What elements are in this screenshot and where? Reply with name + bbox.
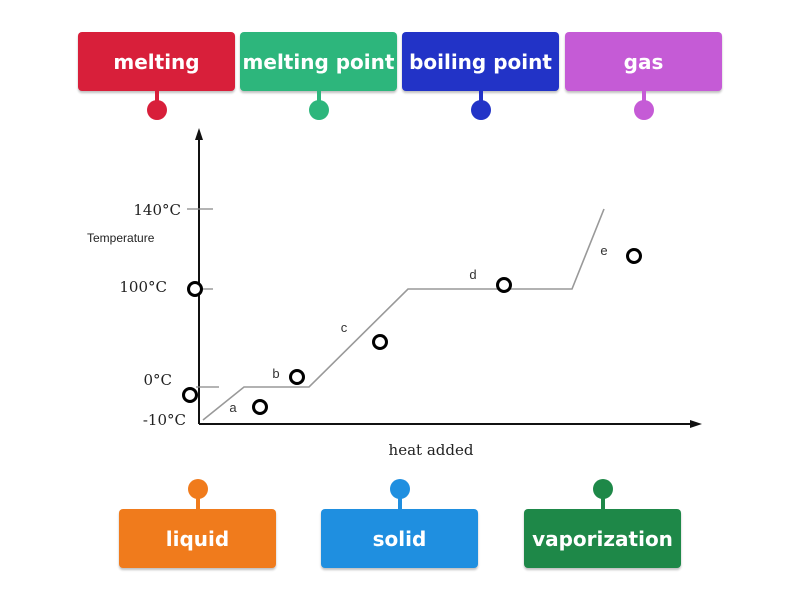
tag-label: melting [113, 49, 200, 74]
tag-connector-dot[interactable] [187, 479, 208, 499]
segment-label-e: e [600, 243, 607, 258]
tag-label: solid [372, 526, 427, 551]
drop-target-segment-c[interactable] [372, 334, 388, 350]
tag-label: boiling point [409, 49, 552, 74]
tick-label-minus-10: -10°C [143, 411, 186, 429]
tag-connector-dot[interactable] [633, 100, 654, 120]
x-axis-label: heat added [389, 441, 474, 459]
tick-label-0: 0°C [143, 371, 172, 389]
tag-boiling-point[interactable]: boiling point [402, 32, 559, 120]
segment-label-c: c [341, 320, 348, 335]
tag-stem [641, 91, 646, 105]
tick-label-140: 140°C [133, 201, 181, 219]
heating-curve [202, 208, 605, 421]
tag-liquid[interactable]: liquid [119, 479, 276, 568]
tag-label: melting point [242, 49, 395, 74]
x-axis-arrow [690, 420, 702, 428]
tag-connector-dot[interactable] [389, 479, 410, 499]
tag-stem [154, 91, 159, 105]
segment-label-a: a [229, 400, 237, 415]
tag-stem [195, 496, 200, 510]
tag-stem [316, 91, 321, 105]
y-axis-arrow [195, 128, 203, 140]
tag-connector-dot[interactable] [470, 100, 491, 120]
tag-connector-dot[interactable] [308, 100, 329, 120]
tag-stem [397, 496, 402, 510]
tag-melting-point[interactable]: melting point [240, 32, 397, 120]
tag-label: liquid [165, 526, 230, 551]
tag-melting[interactable]: melting [78, 32, 235, 120]
segment-label-d: d [469, 267, 476, 282]
tag-connector-dot[interactable] [592, 479, 613, 499]
tag-stem [478, 91, 483, 105]
drop-target-melting-point[interactable] [182, 387, 198, 403]
drop-target-boiling-point[interactable] [187, 281, 203, 297]
drop-target-segment-d[interactable] [496, 277, 512, 293]
tag-vaporization[interactable]: vaporization [524, 479, 681, 568]
tag-label: vaporization [532, 526, 673, 551]
tick-label-100: 100°C [119, 278, 167, 296]
tag-stem [600, 496, 605, 510]
drop-target-segment-e[interactable] [626, 248, 642, 264]
tag-solid[interactable]: solid [321, 479, 478, 568]
y-axis-label: Temperature [87, 231, 155, 245]
drop-target-segment-b[interactable] [289, 369, 305, 385]
tag-gas[interactable]: gas [565, 32, 722, 120]
segment-label-b: b [272, 366, 279, 381]
drop-target-segment-a[interactable] [252, 399, 268, 415]
tag-connector-dot[interactable] [146, 100, 167, 120]
tag-label: gas [623, 49, 664, 74]
